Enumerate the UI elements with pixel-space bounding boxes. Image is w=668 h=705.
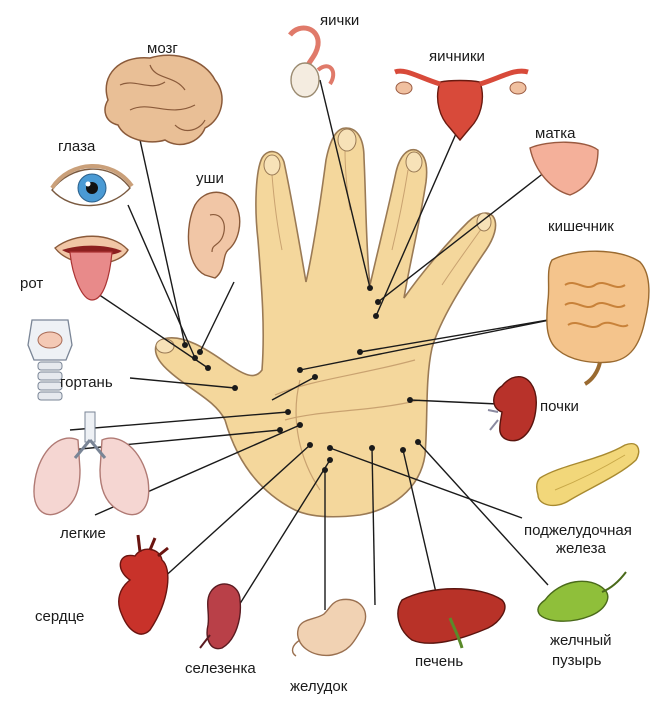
brain-icon xyxy=(104,54,223,146)
eye-icon xyxy=(50,164,134,207)
label-larynx: гортань xyxy=(60,374,113,391)
stomach-icon xyxy=(291,598,367,657)
label-stomach: желудок xyxy=(290,678,348,695)
liver-icon xyxy=(397,588,506,649)
testes-icon xyxy=(288,25,336,98)
gallbladder-icon xyxy=(537,571,627,622)
label-brain: мозг xyxy=(147,40,178,57)
label-heart: сердце xyxy=(35,608,85,625)
reflex-points xyxy=(182,285,421,473)
spleen-icon xyxy=(199,583,242,650)
label-gallbladder-1: желчный xyxy=(550,632,612,649)
intestine-icon xyxy=(546,250,650,386)
label-kidneys: почки xyxy=(540,398,579,415)
label-mouth: рот xyxy=(20,275,44,292)
hand-icon xyxy=(154,127,497,518)
label-ovaries: яичники xyxy=(429,48,485,65)
label-pancreas-2: железа xyxy=(556,540,606,557)
heart-icon xyxy=(118,534,169,635)
lungs-icon xyxy=(33,411,150,516)
label-uterus: матка xyxy=(535,125,576,142)
ear-icon xyxy=(187,191,241,279)
uterus-icon xyxy=(529,141,599,196)
label-liver: печень xyxy=(415,653,464,670)
label-eyes: глаза xyxy=(58,138,96,155)
label-intestine: кишечник xyxy=(548,218,614,235)
label-gallbladder-2: пузырь xyxy=(552,652,602,669)
label-lungs: легкие xyxy=(60,525,106,542)
label-ears: уши xyxy=(196,170,224,187)
mouth-icon xyxy=(54,235,129,301)
label-testes: яички xyxy=(320,12,360,29)
label-pancreas-1: поджелудочная xyxy=(524,522,632,539)
ovaries-icon xyxy=(394,68,529,142)
larynx-icon xyxy=(27,319,73,401)
pancreas-icon xyxy=(535,443,640,507)
kidney-icon xyxy=(487,376,537,442)
label-spleen: селезенка xyxy=(185,660,256,677)
